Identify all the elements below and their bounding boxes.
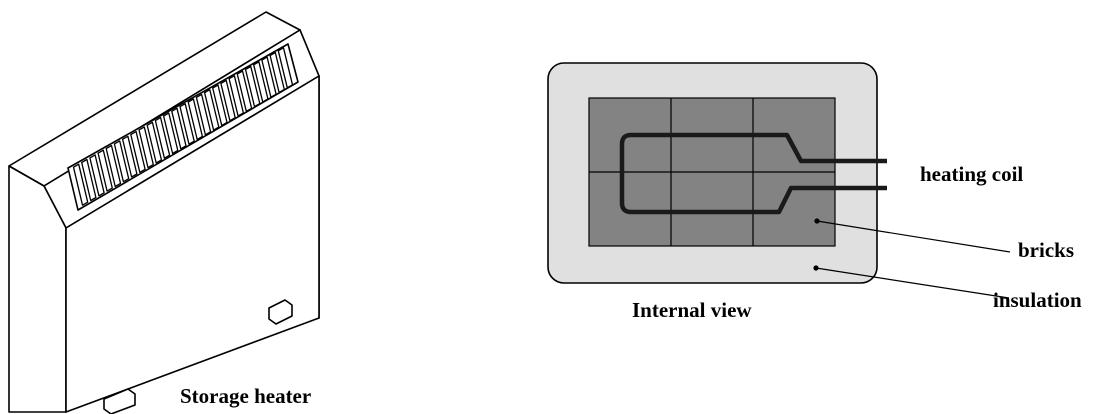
grille-slat bbox=[261, 56, 277, 98]
heating-coil bbox=[619, 132, 887, 215]
heater-foot-left bbox=[103, 388, 136, 414]
heater-caption-box bbox=[168, 384, 406, 414]
heating-coil-label: heating coil bbox=[920, 162, 1023, 186]
grille-slat bbox=[130, 130, 146, 173]
grille-slat bbox=[138, 126, 154, 169]
grille-slat bbox=[89, 154, 105, 197]
bricks-leader-line bbox=[816, 220, 1011, 253]
grille-slat bbox=[236, 70, 253, 112]
grille-slat bbox=[253, 61, 269, 103]
grille-slat bbox=[187, 98, 204, 141]
grille-slat bbox=[220, 79, 236, 122]
heater-caption: Storage heater bbox=[180, 384, 311, 408]
grille-slat bbox=[203, 89, 220, 131]
grille-slat bbox=[195, 93, 212, 136]
insulation-leader-line bbox=[815, 267, 1010, 299]
grille-slat bbox=[72, 163, 89, 206]
grille-slats bbox=[72, 47, 294, 206]
grille-slat bbox=[154, 116, 171, 159]
grille-slat bbox=[162, 112, 179, 155]
grille-slat bbox=[179, 103, 195, 145]
insulation-label: insulation bbox=[993, 288, 1082, 312]
grille-slat bbox=[81, 158, 97, 202]
internal-view-caption: Internal view bbox=[632, 298, 752, 322]
grille-slat bbox=[171, 107, 187, 150]
heater-front-face bbox=[65, 75, 320, 413]
grille-slat bbox=[244, 65, 261, 108]
internal-view bbox=[547, 62, 1011, 299]
storage-heater-drawing bbox=[8, 11, 320, 414]
grille-slat bbox=[269, 51, 285, 94]
grille-slat bbox=[97, 149, 113, 192]
grille-slat bbox=[105, 144, 122, 188]
grille-slat bbox=[113, 140, 130, 183]
heater-foot-right bbox=[268, 299, 293, 325]
bricks-label: bricks bbox=[1018, 238, 1074, 262]
grille-slat bbox=[121, 135, 138, 178]
grille-slat bbox=[146, 121, 163, 164]
grille-slat bbox=[212, 84, 228, 127]
grille-slat bbox=[277, 47, 294, 89]
grille-slat bbox=[228, 75, 245, 117]
